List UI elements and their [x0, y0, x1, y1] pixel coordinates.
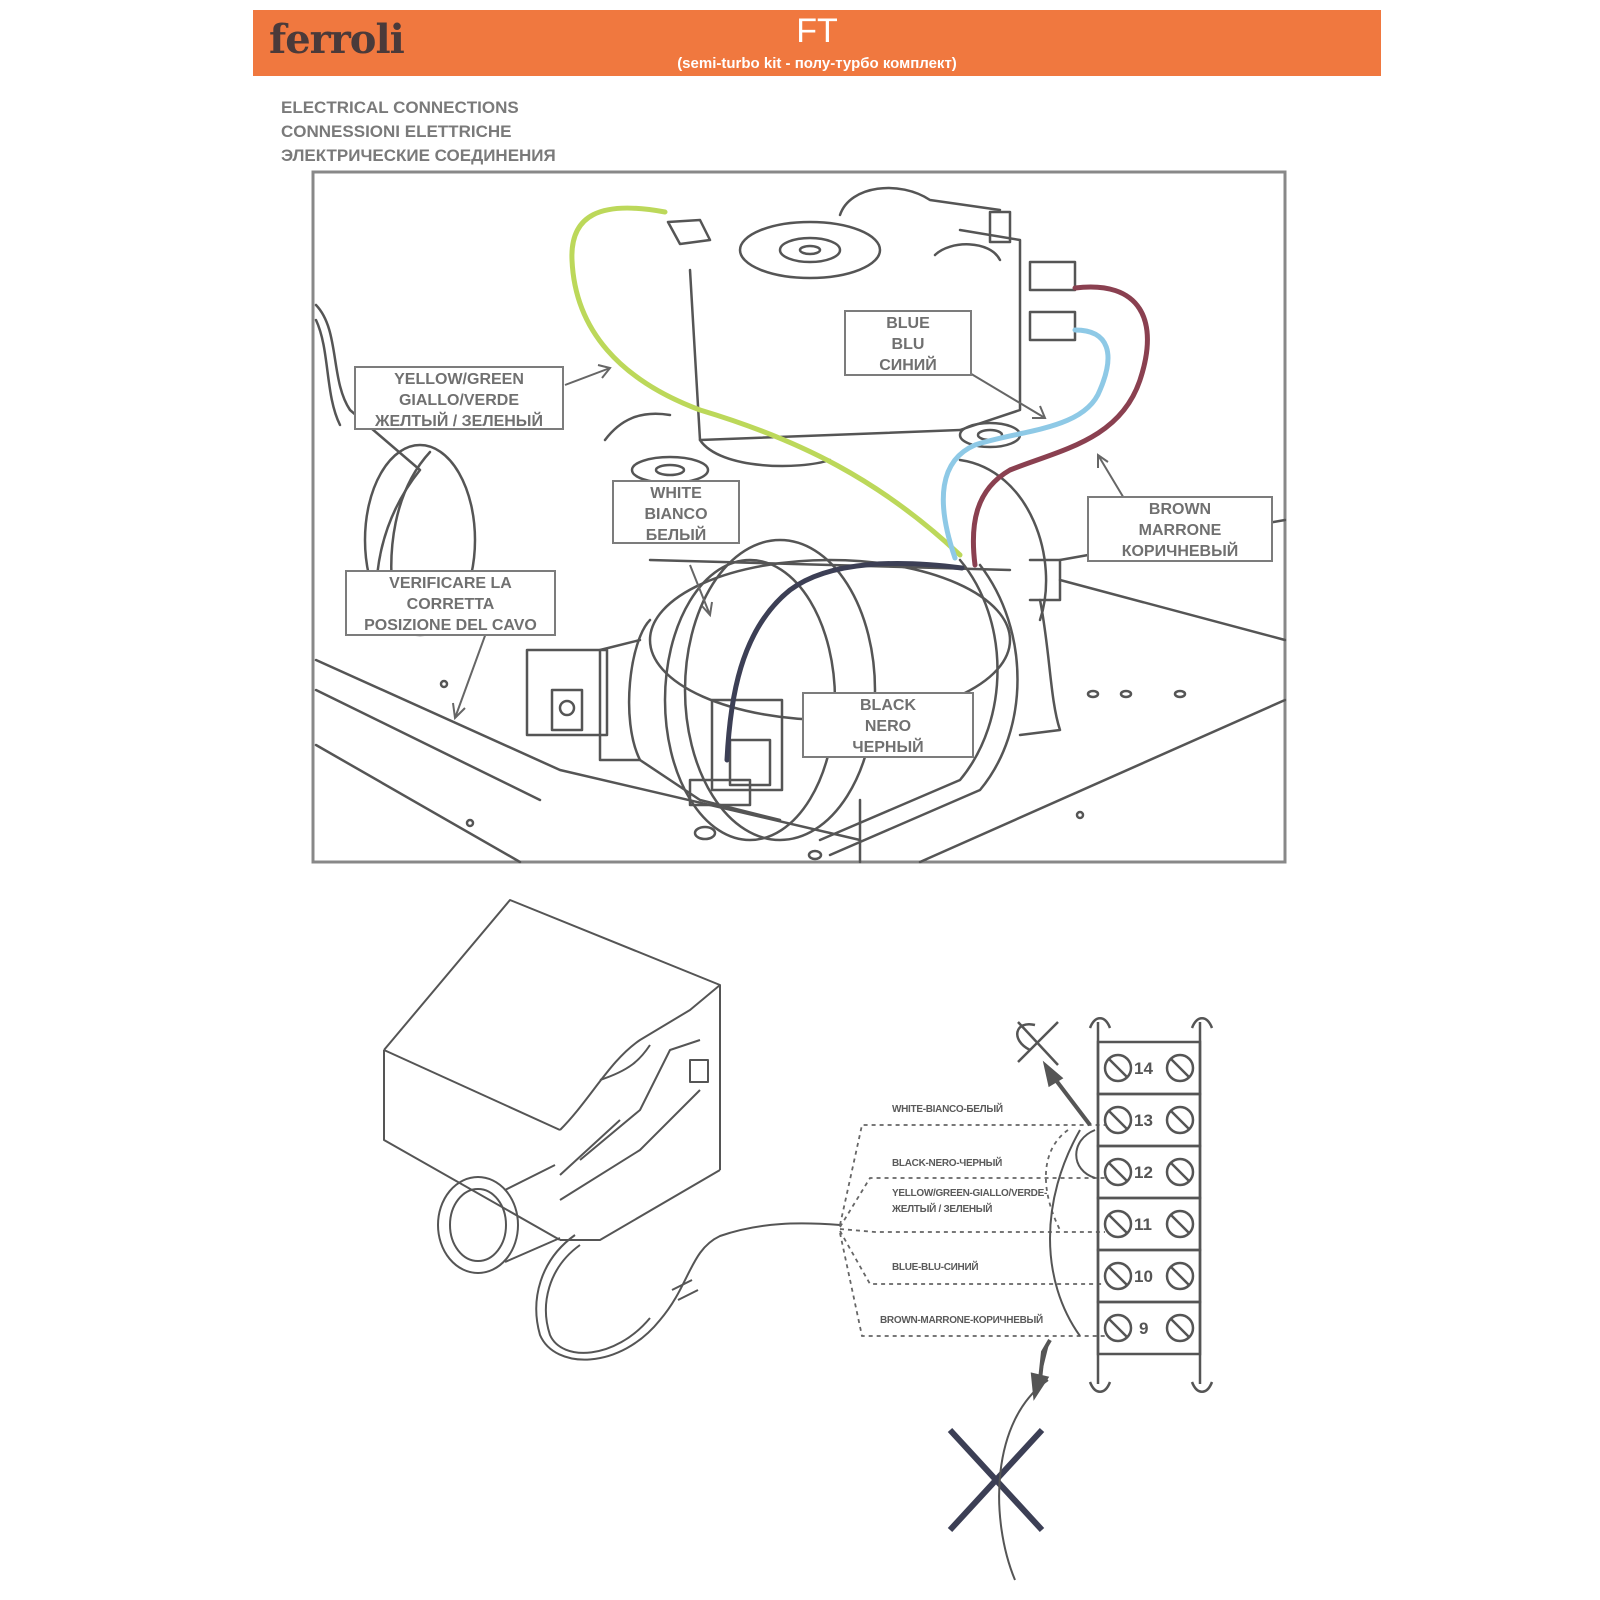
label-blue: BLUE BLU СИНИЙ [844, 310, 972, 376]
arrow-down-icon [1030, 1338, 1052, 1401]
wiring-label-white: WHITE-BIANCO-БЕЛЫЙ [892, 1104, 1003, 1115]
terminal-screw-slot [1170, 1058, 1190, 1078]
jumper-lines [1049, 1129, 1096, 1337]
label-brown: BROWN MARRONE КОРИЧНЕВЫЙ [1087, 496, 1273, 562]
illustration-frame [311, 170, 1287, 864]
section-title: ELECTRICAL CONNECTIONS CONNESSIONI ELETT… [281, 96, 556, 168]
terminal-screw-icon [1103, 1313, 1133, 1343]
cross-out-bottom-icon [947, 1427, 1045, 1533]
fan-illustration [314, 186, 1287, 864]
boiler-box-illustration [383, 899, 841, 1361]
terminal-screw-slot [1108, 1214, 1128, 1234]
wiring-label-yellow-green-2: ЖЕЛТЫЙ / ЗЕЛЕНЫЙ [892, 1204, 993, 1215]
label-white: WHITE BIANCO БЕЛЫЙ [612, 480, 740, 544]
label-arrows [452, 364, 1126, 721]
cross-out-top-icon [1016, 1021, 1059, 1066]
ground-curve [998, 1379, 1049, 1581]
terminal-cell [1096, 1300, 1202, 1356]
dashed-wires [839, 1124, 1105, 1337]
terminal-screw-icon [1165, 1261, 1195, 1291]
label-black: BLACK NERO ЧЕРНЫЙ [802, 692, 974, 758]
label-verify-cable: VERIFICARE LA CORRETTA POSIZIONE DEL CAV… [345, 570, 556, 636]
terminal-screw-icon [1103, 1209, 1133, 1239]
label-yellow-green: YELLOW/GREEN GIALLO/VERDE ЖЕЛТЫЙ / ЗЕЛЕН… [354, 366, 564, 430]
wiring-label-blue: BLUE-BLU-СИНИЙ [892, 1262, 979, 1273]
wire-brown [970, 284, 1150, 568]
terminal-number: 13 [1134, 1111, 1153, 1130]
model-title: FT [796, 12, 838, 50]
terminal-screw-slot [1108, 1162, 1128, 1182]
terminal-number: 12 [1134, 1163, 1153, 1182]
section-title-it: CONNESSIONI ELETTRICHE [281, 122, 512, 141]
terminal-screw-icon [1103, 1157, 1133, 1187]
header-bar: ferroli FT (semi-turbo kit - полу-турбо … [253, 10, 1381, 76]
terminal-number: 9 [1139, 1319, 1149, 1338]
wire-black [724, 560, 965, 763]
terminal-screw-slot [1170, 1266, 1190, 1286]
terminal-screw-icon [1103, 1053, 1133, 1083]
terminal-number: 11 [1134, 1215, 1152, 1234]
wiring-label-brown: BROWN-MARRONE-КОРИЧНЕВЫЙ [880, 1315, 1043, 1326]
brand-logo: ferroli [269, 16, 405, 63]
terminal-screw-icon [1165, 1313, 1195, 1343]
arrow-up-icon [1042, 1060, 1092, 1127]
terminal-screw-slot [1108, 1318, 1128, 1338]
terminal-screw-slot [1108, 1110, 1128, 1130]
model-subtitle: (semi-turbo kit - полу-турбо комплект) [677, 55, 957, 72]
wiring-label-black: BLACK-NERO-ЧЕРНЫЙ [892, 1158, 1003, 1169]
terminal-screw-icon [1103, 1105, 1133, 1135]
wire-yellow-green [569, 205, 963, 558]
wiring-label-yellow-green-1: YELLOW/GREEN-GIALLO/VERDE- [892, 1188, 1047, 1199]
wire-blue [940, 327, 1111, 561]
terminal-screw-icon [1165, 1157, 1195, 1187]
terminal-number: 14 [1134, 1059, 1153, 1078]
terminal-screw-icon [1165, 1053, 1195, 1083]
terminal-screw-icon [1165, 1105, 1195, 1135]
terminal-screw-icon [1165, 1209, 1195, 1239]
terminal-screw-slot [1108, 1266, 1128, 1286]
terminal-screw-slot [1170, 1162, 1190, 1182]
terminal-number: 10 [1134, 1267, 1153, 1286]
terminal-screw-slot [1170, 1214, 1190, 1234]
terminal-screw-icon [1103, 1261, 1133, 1291]
section-title-ru: ЭЛЕКТРИЧЕСКИЕ СОЕДИНЕНИЯ [281, 146, 556, 165]
terminal-screw-slot [1170, 1110, 1190, 1130]
section-title-en: ELECTRICAL CONNECTIONS [281, 98, 519, 117]
terminals [1096, 1040, 1202, 1356]
terminal-screw-slot [1170, 1318, 1190, 1338]
terminal-screw-slot [1108, 1058, 1128, 1078]
